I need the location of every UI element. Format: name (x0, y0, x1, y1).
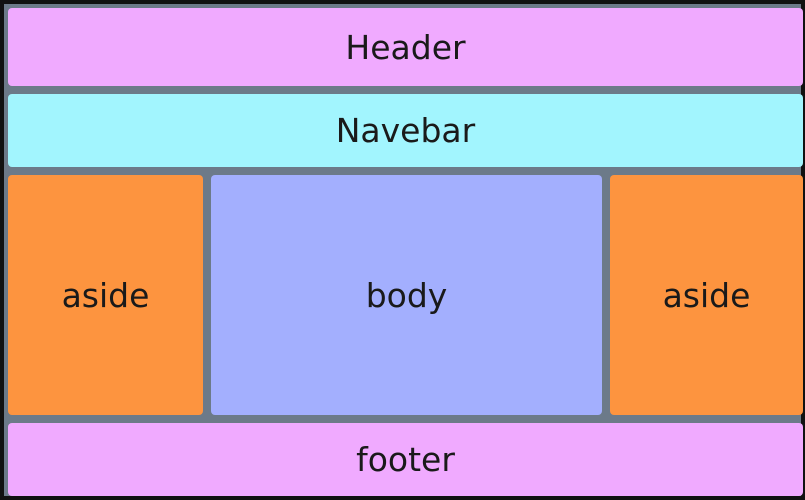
navbar-block: Navebar (8, 94, 803, 167)
header-block: Header (8, 8, 803, 86)
navbar-label: Navebar (335, 111, 476, 150)
aside-right-block: aside (610, 175, 803, 415)
body-block: body (211, 175, 602, 415)
aside-left-block: aside (8, 175, 203, 415)
footer-block: footer (8, 423, 803, 496)
aside-right-label: aside (662, 275, 751, 315)
header-label: Header (345, 27, 466, 67)
body-label: body (365, 275, 448, 315)
footer-label: footer (356, 440, 455, 479)
aside-left-label: aside (61, 275, 150, 315)
